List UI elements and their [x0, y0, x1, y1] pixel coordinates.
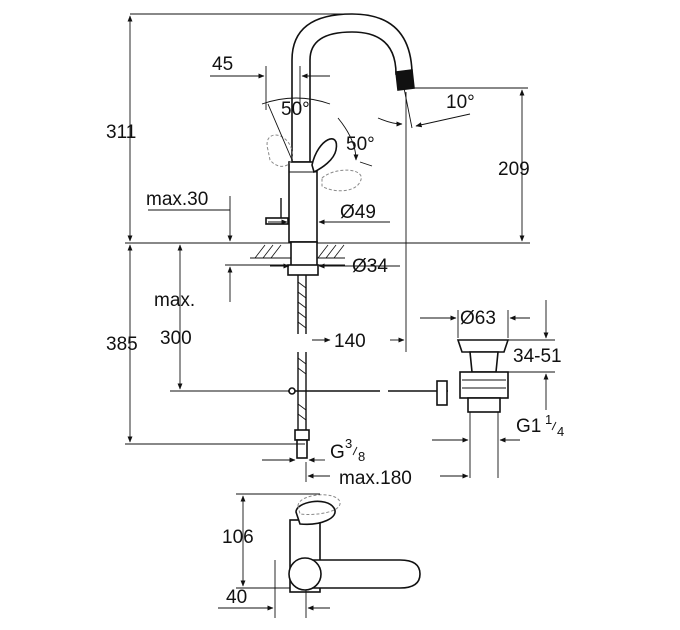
- dim-top-view-offset: 40: [226, 587, 247, 608]
- dim-waste-range: 34-51: [513, 346, 562, 367]
- faucet-side-view: [265, 13, 415, 459]
- dim-angle-tilt: 10°: [446, 92, 475, 113]
- dim-below-deck: 385: [106, 334, 138, 355]
- dim-spout-height: 209: [498, 159, 530, 180]
- supply-thread-den: 8: [358, 449, 365, 464]
- dim-reach: 140: [334, 331, 366, 352]
- dim-max-label: max.: [154, 290, 195, 311]
- dim-waste-thread: G1 1 4: [516, 412, 564, 439]
- dim-rod-length: max.180: [339, 468, 412, 489]
- dimension-lines: [125, 13, 555, 618]
- dim-body-diameter: Ø49: [340, 202, 376, 223]
- popup-waste: [288, 339, 510, 413]
- dim-angle-lever: 50°: [346, 134, 375, 155]
- dim-deck-thickness: max.30: [146, 189, 208, 210]
- waste-thread-den: 4: [557, 424, 564, 439]
- faucet-top-view: [288, 494, 421, 593]
- waste-thread-main: G1: [516, 416, 541, 437]
- supply-thread-main: G: [330, 442, 345, 463]
- dim-waste-diameter: Ø63: [460, 308, 496, 329]
- dim-hole-diameter: Ø34: [352, 256, 388, 277]
- dim-top-view-depth: 106: [222, 527, 254, 548]
- dim-hose-length: 300: [160, 328, 192, 349]
- lever-ghost-back: [266, 134, 294, 167]
- dim-total-height: 311: [106, 122, 136, 143]
- dim-spout-offset: 45: [212, 54, 233, 75]
- waste-thread-num: 1: [545, 412, 552, 427]
- dim-angle-upper: 50°: [281, 99, 310, 120]
- supply-thread-num: 3: [345, 436, 352, 451]
- lever-ghost-front: [321, 169, 362, 192]
- dim-supply-thread: G 3 8: [330, 436, 365, 464]
